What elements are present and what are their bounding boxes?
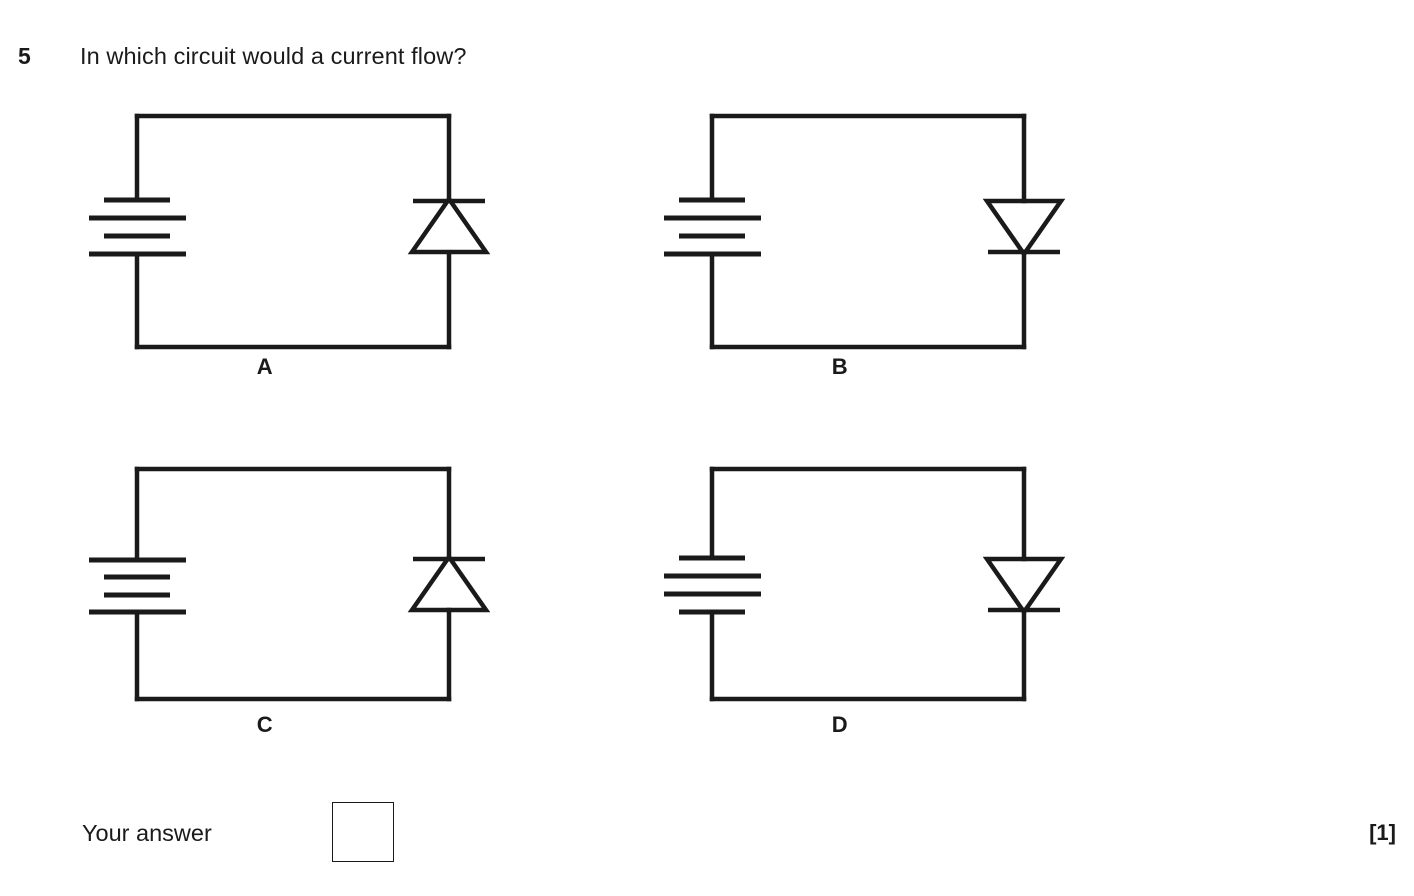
diode-symbol-c [407, 553, 491, 613]
diode-symbol-b [982, 198, 1066, 258]
circuit-label-c: C [256, 712, 274, 737]
circuit-label-a: A [256, 354, 274, 379]
question-number: 5 [18, 43, 31, 69]
diode-symbol-a [407, 195, 491, 255]
wire-loop-d [709, 466, 1027, 702]
diode-triangle-a [407, 195, 491, 255]
circuit-option-d[interactable]: D [615, 454, 1215, 764]
marks-allocation: [1] [1369, 820, 1396, 845]
battery-symbol-a [89, 197, 186, 257]
circuit-options-grid: A B [0, 96, 1414, 776]
circuit-diagram-d [664, 466, 1066, 702]
circuit-label-b: B [831, 354, 849, 379]
diode-triangle-b [982, 198, 1066, 258]
question-header: 5 In which circuit would a current flow? [0, 34, 1414, 78]
circuit-diagram-a [89, 113, 491, 350]
wire-loop-c [134, 466, 452, 702]
wire-loop-a [134, 113, 452, 350]
circuit-option-a[interactable]: A [40, 96, 640, 406]
diode-symbol-d [982, 556, 1066, 616]
battery-symbol-b [664, 197, 761, 257]
circuit-diagram-c [89, 466, 491, 702]
wire-loop-b [709, 113, 1027, 350]
diode-triangle-c [407, 553, 491, 613]
circuit-label-d: D [831, 712, 849, 737]
battery-symbol-d [664, 555, 761, 615]
diode-triangle-d [982, 556, 1066, 616]
circuit-option-b[interactable]: B [615, 96, 1215, 406]
answer-row: Your answer [1] [0, 800, 1414, 870]
circuit-diagram-b [664, 113, 1066, 350]
your-answer-label: Your answer [82, 820, 212, 846]
question-text: In which circuit would a current flow? [80, 43, 467, 69]
circuit-option-c[interactable]: C [40, 454, 640, 764]
battery-symbol-c [89, 557, 186, 615]
answer-input-box[interactable] [332, 802, 394, 862]
